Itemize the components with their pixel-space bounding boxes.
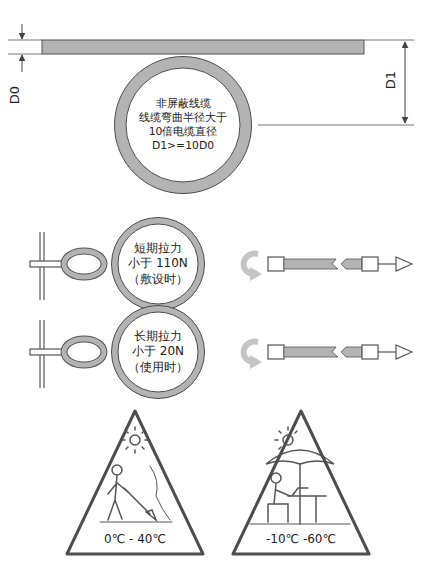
temperature-range: 0℃ - 40℃ <box>104 532 166 548</box>
temperature-range: -10℃ -60℃ <box>266 532 336 548</box>
temperature-warning-triangle: 0℃ - 40℃ <box>62 406 208 558</box>
circle-text: 短期拉力 小于 110N （敷设时） <box>125 241 191 288</box>
circle-text: 非屏蔽线缆 线缆弯曲半径大于 10倍电缆直径 D1>=10D0 <box>132 97 234 153</box>
dimension-label: D0 <box>7 86 22 104</box>
bend-radius-ring: 非屏蔽线缆 线缆弯曲半径大于 10倍电缆直径 D1>=10D0 <box>114 56 252 194</box>
tension-circle: 长期拉力 小于 20N （使用时） <box>111 305 205 399</box>
tension-circle: 短期拉力 小于 110N （敷设时） <box>111 217 205 311</box>
temperature-warning-triangle: -10℃ -60℃ <box>228 406 374 558</box>
circle-text: 长期拉力 小于 20N （使用时） <box>125 329 191 376</box>
dimension-label: D1 <box>383 71 398 89</box>
